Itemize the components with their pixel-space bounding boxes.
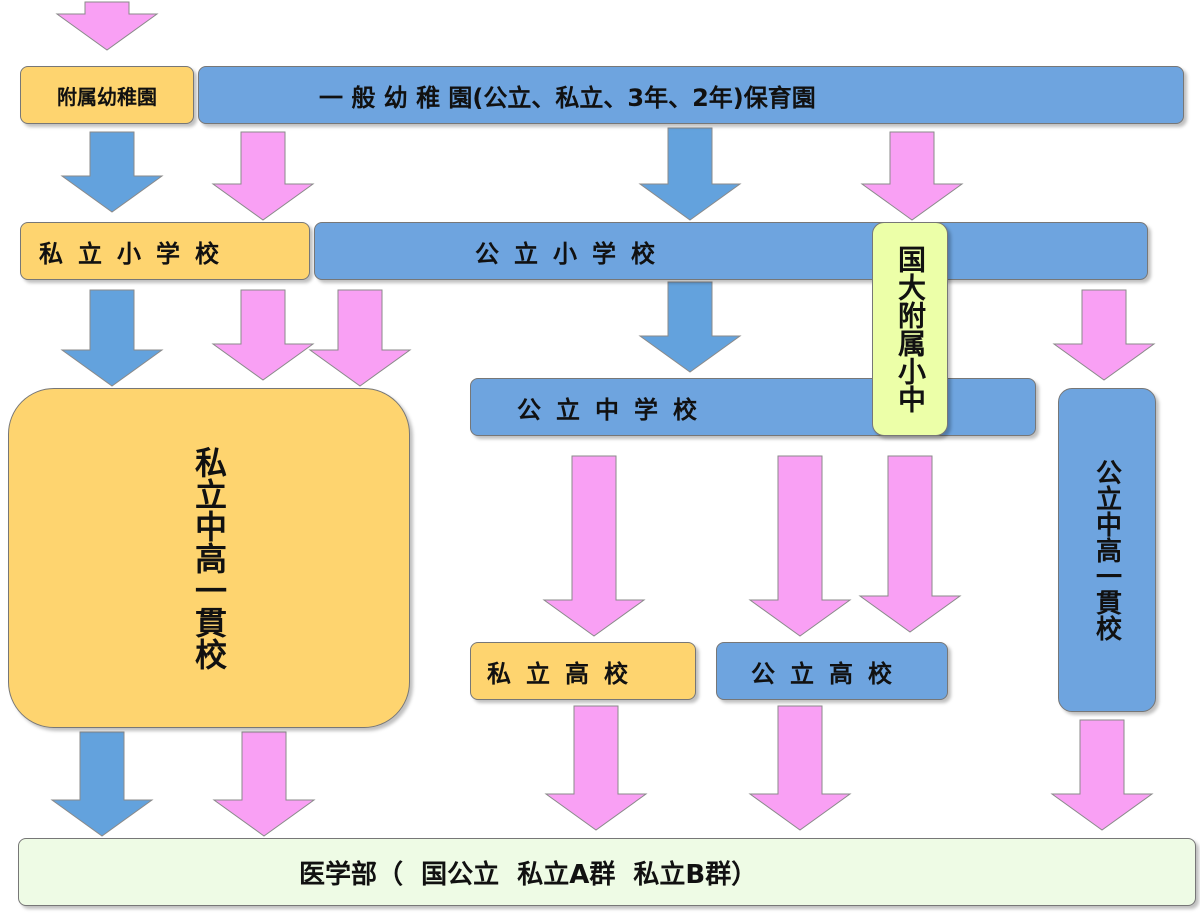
arrow-private-high-to-medical <box>544 705 648 831</box>
public-junior-high-label: 公立中学校 <box>517 395 712 424</box>
public-integrated-label: 公立中高一貫校 <box>1091 459 1122 641</box>
arrow-kindergarten-to-public-elementary <box>638 127 742 221</box>
arrow-national-to-public-high <box>858 455 962 633</box>
arrow-integrated-to-medical <box>50 731 154 837</box>
arrow-integrated-to-medical-alt <box>212 731 316 837</box>
private-elementary-box: 私立小学校 <box>20 222 310 280</box>
national-attached-box: 国大附属小中 <box>872 222 948 436</box>
public-high-label: 公立高校 <box>751 659 907 688</box>
fuzoku-kindergarten-label: 附属幼稚園 <box>57 84 157 109</box>
arrow-public-high-to-medical <box>748 705 852 831</box>
public-high-box: 公立高校 <box>716 642 948 700</box>
general-kindergarten-box: 一 般 幼 稚 園(公立、私立、3年、2年)保育園 <box>198 66 1184 124</box>
arrow-private-elementary-to-integrated-alt <box>211 289 315 381</box>
public-elementary-box: 公立小学校 <box>314 222 1148 280</box>
national-attached-label: 国大附属小中 <box>894 245 927 413</box>
private-integrated-box: 私立中高一貫校 <box>8 388 410 728</box>
arrow-fuzoku-to-private-elementary <box>60 131 164 213</box>
arrow-public-elementary-to-integrated <box>308 289 412 387</box>
medical-school-box: 医学部（ 国公立 私立A群 私立B群） <box>18 838 1196 906</box>
arrow-fuzoku-to-private-elementary-alt <box>211 131 315 221</box>
arrow-kindergarten-to-national <box>860 131 964 221</box>
fuzoku-kindergarten-box: 附属幼稚園 <box>20 66 194 124</box>
arrow-junior-high-to-public-high <box>748 455 852 637</box>
medical-school-label: 医学部（ 国公立 私立A群 私立B群） <box>299 859 758 890</box>
public-elementary-label: 公立小学校 <box>475 239 670 268</box>
public-junior-high-box: 公立中学校 <box>470 378 1036 436</box>
arrow-public-elementary-to-public-integrated <box>1052 289 1156 381</box>
arrow-private-elementary-to-integrated <box>60 289 164 387</box>
private-high-box: 私立高校 <box>470 642 696 700</box>
private-high-label: 私立高校 <box>487 659 643 688</box>
arrow-public-elementary-to-junior-high <box>638 281 742 373</box>
top-arrow-in <box>55 1 159 51</box>
general-kindergarten-label: 一 般 幼 稚 園(公立、私立、3年、2年)保育園 <box>319 83 816 112</box>
private-elementary-label: 私立小学校 <box>39 239 234 268</box>
arrow-public-integrated-to-medical <box>1050 719 1154 831</box>
private-integrated-label: 私立中高一貫校 <box>190 446 228 670</box>
public-integrated-box: 公立中高一貫校 <box>1058 388 1156 712</box>
arrow-junior-high-to-private-high <box>542 455 646 637</box>
